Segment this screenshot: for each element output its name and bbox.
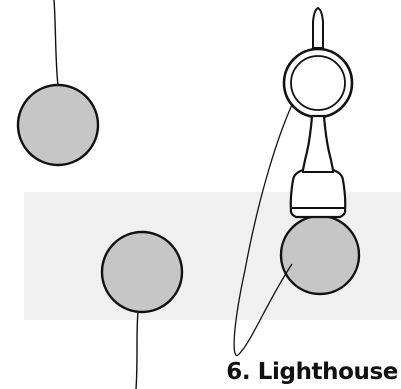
lower-middle-ball: [100, 230, 184, 314]
kendama-handle: [289, 114, 347, 219]
upper-left-ball: [16, 83, 100, 167]
kendama-spike: [312, 6, 324, 49]
kendama-big-cup-inner: [290, 55, 346, 111]
upper-left-string: [53, 0, 59, 87]
kendama-ball: [279, 214, 361, 296]
lower-middle-string: [135, 310, 139, 389]
kendama-string: [233, 87, 301, 357]
diagram-caption: 6. Lighthouse: [226, 359, 398, 385]
